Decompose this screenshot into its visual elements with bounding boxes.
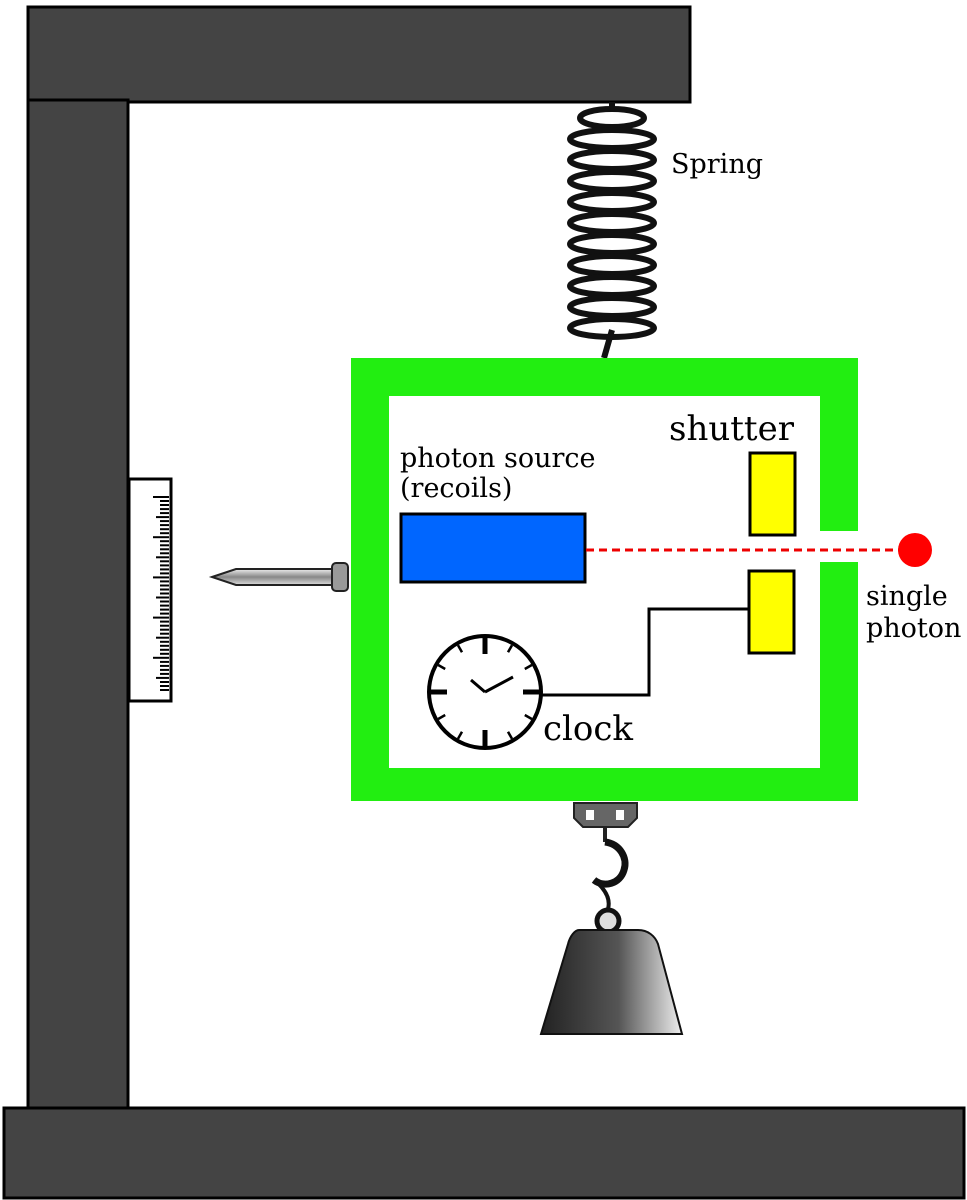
coil-spring-icon — [567, 102, 657, 359]
photon-source-label-line2: (recoils) — [400, 473, 512, 504]
spring-coil — [567, 148, 657, 172]
clock-tick — [506, 731, 514, 740]
spring-coil — [567, 211, 657, 235]
spring-coil — [567, 190, 657, 214]
photon-source-label-line1: photon source — [400, 443, 596, 474]
spring-coil — [567, 232, 657, 256]
photon-source — [399, 512, 587, 584]
spring-coil — [567, 295, 657, 319]
spring-coil — [577, 106, 647, 130]
single-photon-label-line2: photon — [866, 613, 961, 644]
shutter-upper — [748, 451, 797, 537]
gallows-frame — [2, 5, 966, 1200]
spring-coil — [567, 127, 657, 151]
clock-tick — [437, 663, 446, 671]
clock-tick — [506, 644, 514, 653]
single-photon-label-line1: single — [866, 581, 948, 612]
shutter-label: shutter — [669, 409, 795, 449]
spring-coil — [567, 169, 657, 193]
hook-icon — [573, 802, 638, 910]
clock-icon — [427, 634, 543, 750]
clock-tick — [456, 644, 464, 653]
weight-icon — [539, 907, 684, 1035]
spring-label: Spring — [671, 149, 763, 180]
spring-coil — [567, 253, 657, 277]
clock-label: clock — [543, 709, 633, 749]
needle-pointer-icon — [208, 562, 349, 592]
shutter-lower — [747, 569, 796, 655]
single-photon — [898, 533, 932, 567]
spring-coil — [567, 274, 657, 298]
clock-tick — [437, 713, 446, 721]
clock-tick — [524, 663, 533, 671]
clock-wire — [541, 607, 749, 697]
clock-tick — [524, 713, 533, 721]
clock-tick — [456, 731, 464, 740]
ruler-scale-icon — [127, 477, 173, 703]
base-beam — [2, 1106, 966, 1200]
vertical-post — [26, 98, 130, 1114]
top-beam — [26, 5, 692, 104]
